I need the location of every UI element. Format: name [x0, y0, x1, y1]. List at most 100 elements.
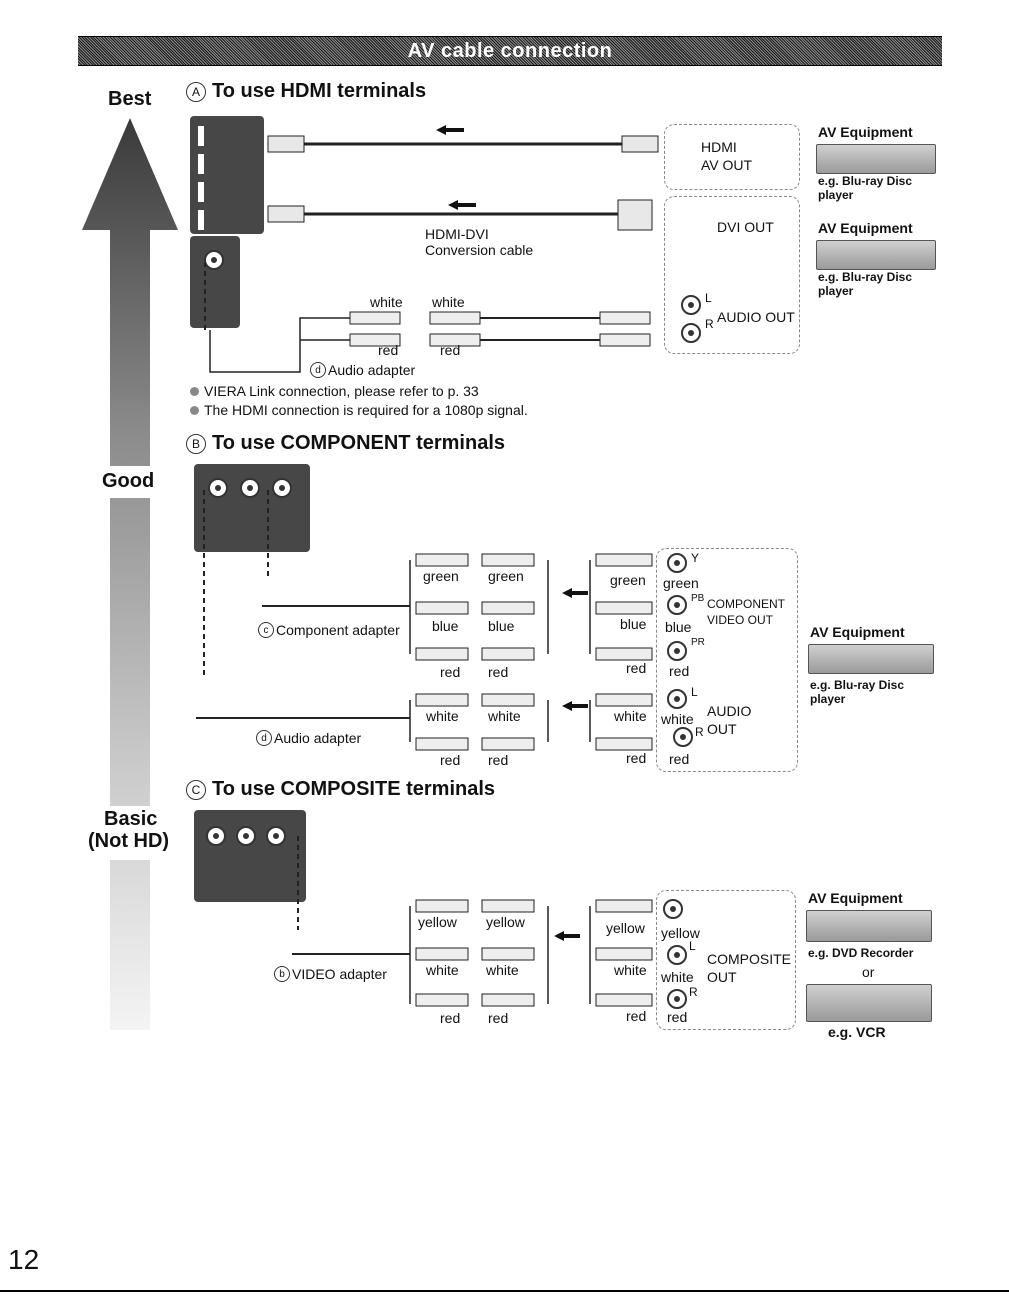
- c-red-d: red: [626, 1008, 647, 1024]
- tv-component-jack-1: [208, 478, 228, 498]
- plug-blue-c: [595, 601, 653, 615]
- dvd-recorder-icon: [806, 910, 932, 942]
- b-red-r: red: [488, 664, 509, 680]
- label-white-right: white: [432, 294, 465, 310]
- footer-rule: [0, 1290, 1009, 1292]
- tv-composite-jack-3: [266, 826, 286, 846]
- audio-adapter-badge-b: d: [256, 730, 272, 746]
- label-r-c: R: [689, 985, 698, 999]
- plug-white-c-b: [481, 947, 535, 961]
- section-c-badge: C: [186, 779, 206, 800]
- comp-out-label-2: VIDEO OUT: [707, 613, 774, 627]
- c-white-j: white: [661, 969, 694, 985]
- bluray-player-icon-2: [816, 240, 936, 270]
- section-b-title: B To use COMPONENT terminals: [186, 432, 505, 455]
- equip-b-eg: e.g. Blu-ray Disc player: [810, 678, 905, 706]
- audio-adapter-text-b: Audio adapter: [274, 730, 362, 746]
- plug-red2-a: [415, 737, 469, 751]
- b-red2-l: red: [440, 752, 461, 768]
- tv-audio-jack: [204, 250, 224, 270]
- plug-white-b: [481, 693, 535, 707]
- label-best: Best: [108, 88, 152, 110]
- video-adapter-badge: b: [274, 966, 290, 982]
- tv-composite-jack-1: [206, 826, 226, 846]
- audio-r-label: R: [705, 317, 714, 331]
- c-white-d: white: [614, 962, 647, 978]
- section-c-title: C To use COMPOSITE terminals: [186, 778, 495, 801]
- c-white-l: white: [426, 962, 459, 978]
- plug-red2-b: [481, 737, 535, 751]
- label-pb: PB: [691, 593, 705, 604]
- b-red2-j: red: [669, 751, 690, 767]
- plug-red-c: [595, 647, 653, 661]
- hdmi-dvi-label-2: Conversion cable: [425, 242, 534, 258]
- label-y: Y: [691, 551, 700, 565]
- rca-red-1: [349, 333, 401, 347]
- video-adapter-label: b VIDEO adapter: [274, 966, 387, 982]
- equip-c-eg2: e.g. VCR: [828, 1024, 886, 1040]
- component-out-box: Y green PB blue COMPONENT VIDEO OUT PR r…: [656, 548, 798, 772]
- bluray-player-icon: [816, 144, 936, 174]
- arrow-component: [562, 588, 588, 598]
- c-yellow-r: yellow: [486, 914, 525, 930]
- c-yellow-l: yellow: [418, 914, 457, 930]
- dvi-plug: [617, 199, 653, 231]
- b-red-j: red: [669, 663, 690, 679]
- c-white-r: white: [486, 962, 519, 978]
- plug-green-a: [415, 553, 469, 567]
- tv-hdmi-panel: [190, 116, 264, 234]
- label-red-left: red: [378, 342, 399, 358]
- rca-red-3: [599, 333, 651, 347]
- equip-c-eg1: e.g. DVD Recorder: [808, 946, 914, 960]
- plug-white-c-a: [415, 947, 469, 961]
- section-b-badge: B: [186, 433, 206, 454]
- b-blue-j: blue: [665, 619, 692, 635]
- arrow-gap-good: [100, 466, 160, 498]
- plug-red-c-a: [415, 993, 469, 1007]
- plug-red2-c: [595, 737, 653, 751]
- tv-composite-jack-2: [236, 826, 256, 846]
- composite-out-label-2: OUT: [707, 969, 737, 985]
- section-banner: AV cable connection: [78, 36, 942, 66]
- label-l-b: L: [691, 685, 698, 699]
- b-blue-r: blue: [488, 618, 515, 634]
- hdmi-plug-right: [621, 135, 659, 153]
- tv-composite-panel: [194, 810, 306, 902]
- audio-adapter-cable: [209, 317, 350, 373]
- b-red2-d: red: [626, 750, 647, 766]
- bullet-dot: [190, 405, 199, 415]
- section-a-title-text: To use HDMI terminals: [212, 80, 427, 102]
- banner-title: AV cable connection: [407, 40, 613, 62]
- jack-pb: [667, 595, 687, 615]
- tv-component-jack-2: [240, 478, 260, 498]
- note-1080p-text: The HDMI connection is required for a 10…: [204, 402, 528, 418]
- jack-r-b: [673, 727, 693, 747]
- section-a-badge: A: [186, 81, 206, 102]
- jack-l-b: [667, 689, 687, 709]
- component-adapter-text: Component adapter: [276, 622, 400, 638]
- note-viera-link: VIERA Link connection, please refer to p…: [190, 383, 479, 399]
- dvi-out-label: DVI OUT: [717, 219, 774, 235]
- plug-red-b: [481, 647, 535, 661]
- tv-component-panel: [194, 464, 310, 552]
- plug-white-c: [595, 693, 653, 707]
- audio-out-b-label: AUDIO: [707, 703, 752, 719]
- label-basic: Basic: [104, 808, 158, 830]
- plug-yellow-c: [595, 899, 653, 913]
- equip1-title: AV Equipment: [818, 124, 913, 140]
- note-viera-link-text: VIERA Link connection, please refer to p…: [204, 383, 479, 399]
- rca-white-3: [599, 311, 651, 325]
- hdmi-out-label-2: AV OUT: [701, 157, 753, 173]
- plug-white-a: [415, 693, 469, 707]
- plug-green-b: [481, 553, 535, 567]
- hdmi-out-box: HDMI AV OUT: [664, 124, 800, 190]
- jack-pr: [667, 641, 687, 661]
- label-not-hd: (Not HD): [88, 830, 170, 852]
- c-red-j: red: [667, 1009, 688, 1025]
- audio-adapter-label: d Audio adapter: [310, 362, 415, 378]
- comp-out-label: COMPONENT: [707, 597, 785, 611]
- arrow-audio-b: [562, 701, 588, 711]
